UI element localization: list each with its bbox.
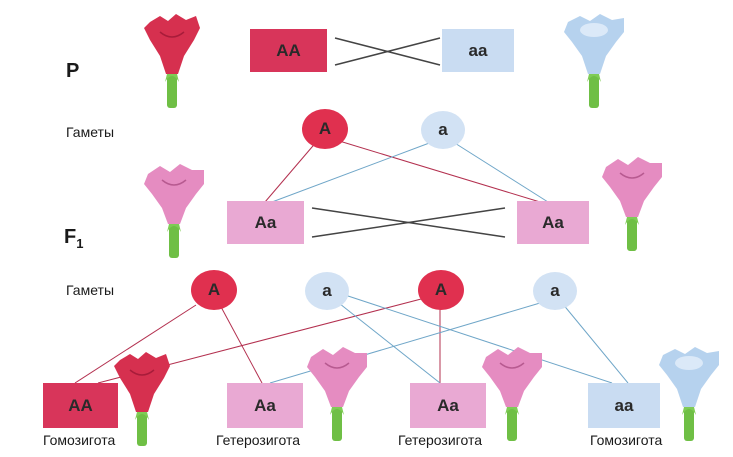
parent-gamete-A: A	[302, 109, 348, 149]
f2-description-3: Гетерозигота	[398, 432, 482, 448]
line-gameteA-to-f1-right	[335, 139, 541, 203]
label-p: P	[66, 60, 80, 82]
parent-gamete-a: a	[421, 111, 465, 149]
f2-box-3: Aa	[410, 383, 486, 428]
f2-description-1: Гомозигота	[43, 432, 116, 448]
f1-gamete-A-1: A	[191, 270, 237, 310]
line-g1-to-f2-1	[74, 304, 197, 384]
gametes-label-2: Гаметы	[66, 282, 115, 298]
gametes-label-1: Гаметы	[66, 124, 115, 140]
line-gameteA-to-f1-left	[264, 139, 319, 203]
line-g1-to-f2-2	[219, 304, 263, 384]
f1-box-left: Aa	[227, 201, 304, 244]
parent-cross-line-2	[334, 37, 441, 66]
flower-blue-icon	[659, 347, 719, 441]
f2-box-1: AA	[43, 383, 118, 428]
label-f1-subscript: 1	[76, 236, 84, 251]
f1-gamete-a-1: a	[305, 272, 349, 310]
f1-box-right: Aa	[517, 201, 589, 244]
line-g2-to-f2-3	[334, 299, 441, 384]
f1-cross-line-2	[311, 207, 506, 238]
flower-red-icon	[114, 352, 170, 446]
label-f1-letter: F	[64, 226, 77, 248]
flower-pink-icon	[307, 347, 367, 441]
line-gametea-to-f1-left	[271, 141, 433, 203]
line-g2-to-f2-4	[344, 294, 613, 384]
f2-box-4: aa	[588, 383, 660, 428]
line-g4-to-f2-4	[561, 302, 629, 384]
flower-blue-icon	[564, 14, 624, 108]
f2-description-2: Гетерозигота	[216, 432, 300, 448]
f2-description-4: Гомозигота	[590, 432, 663, 448]
f2-box-2: Aa	[227, 383, 303, 428]
flower-pink-icon	[144, 164, 204, 258]
flower-pink-icon	[602, 157, 662, 251]
flower-red-icon	[144, 14, 200, 108]
f1-gamete-A-2: A	[418, 270, 464, 310]
flower-pink-icon	[482, 347, 542, 441]
label-f1: F1	[64, 226, 83, 251]
parent-box-AA: AA	[250, 29, 327, 72]
line-gametea-to-f1-right	[449, 139, 549, 203]
f1-gamete-a-2: a	[533, 272, 577, 310]
parent-box-aa: aa	[442, 29, 514, 72]
